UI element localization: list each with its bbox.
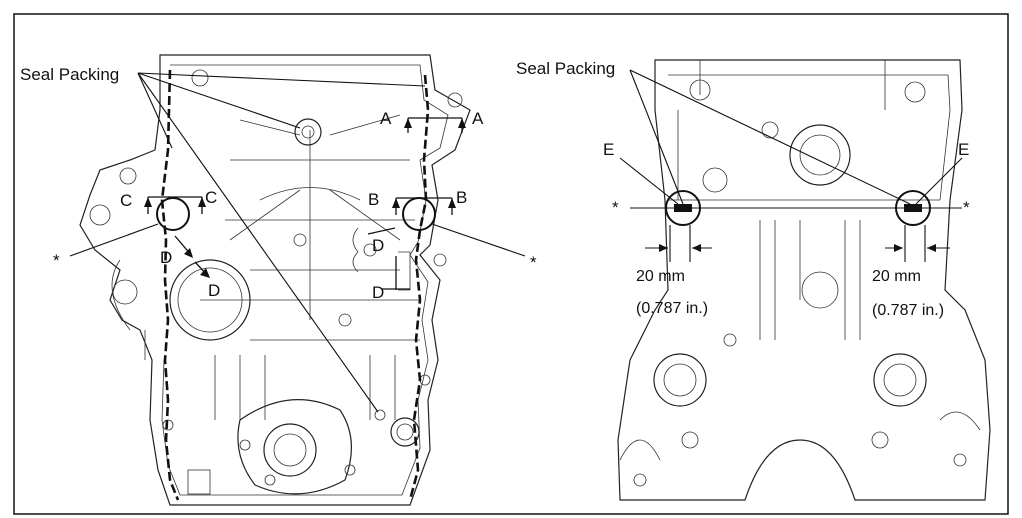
seal-packing-bead-left xyxy=(160,69,430,501)
figure-frame xyxy=(13,13,1009,515)
section-a-right-label: A xyxy=(472,109,484,128)
section-c-left-label: C xyxy=(120,191,132,210)
e-leader-left xyxy=(619,157,679,205)
section-b-left-label: B xyxy=(368,190,379,209)
detail-e-left-label: E xyxy=(603,140,614,159)
e-leader-right xyxy=(915,157,963,205)
seal-bead-e-left xyxy=(674,204,692,212)
dimension-left-mm: 20 mm xyxy=(636,268,685,285)
dimension-left-inches: (0.787 in.) xyxy=(636,300,708,317)
section-c-right-label: C xyxy=(205,188,217,207)
section-a-marks xyxy=(404,117,466,133)
right-seal-packing-label: Seal Packing xyxy=(516,59,615,78)
section-c-marks xyxy=(69,196,206,257)
seal-bead-e-right xyxy=(904,204,922,212)
left-seal-packing-leaders xyxy=(137,72,426,413)
asterisk-label-2: * xyxy=(530,253,537,272)
right-seal-packing-leaders xyxy=(629,69,911,205)
asterisk-label-3: * xyxy=(612,198,619,217)
dimension-right-inches: (0.787 in.) xyxy=(872,302,944,319)
timing-cover-drawing xyxy=(79,54,471,506)
section-b-right-label: B xyxy=(456,188,467,207)
section-a-left-label: A xyxy=(380,109,392,128)
dimension-right-mm: 20 mm xyxy=(872,268,921,285)
detail-d-label-1: D xyxy=(160,248,172,267)
dimension-right xyxy=(885,225,950,262)
detail-d-label-3: D xyxy=(372,236,384,255)
left-seal-packing-label: Seal Packing xyxy=(20,65,119,84)
detail-d-label-2: D xyxy=(208,281,220,300)
dimension-left xyxy=(645,225,712,262)
detail-e-right-label: E xyxy=(958,140,969,159)
section-b-marks xyxy=(392,197,526,257)
asterisk-label-1: * xyxy=(53,251,60,270)
cylinder-block-drawing xyxy=(617,59,991,501)
detail-d-label-4: D xyxy=(372,283,384,302)
asterisk-label-4: * xyxy=(963,198,970,217)
detail-d-arrows xyxy=(174,227,410,290)
